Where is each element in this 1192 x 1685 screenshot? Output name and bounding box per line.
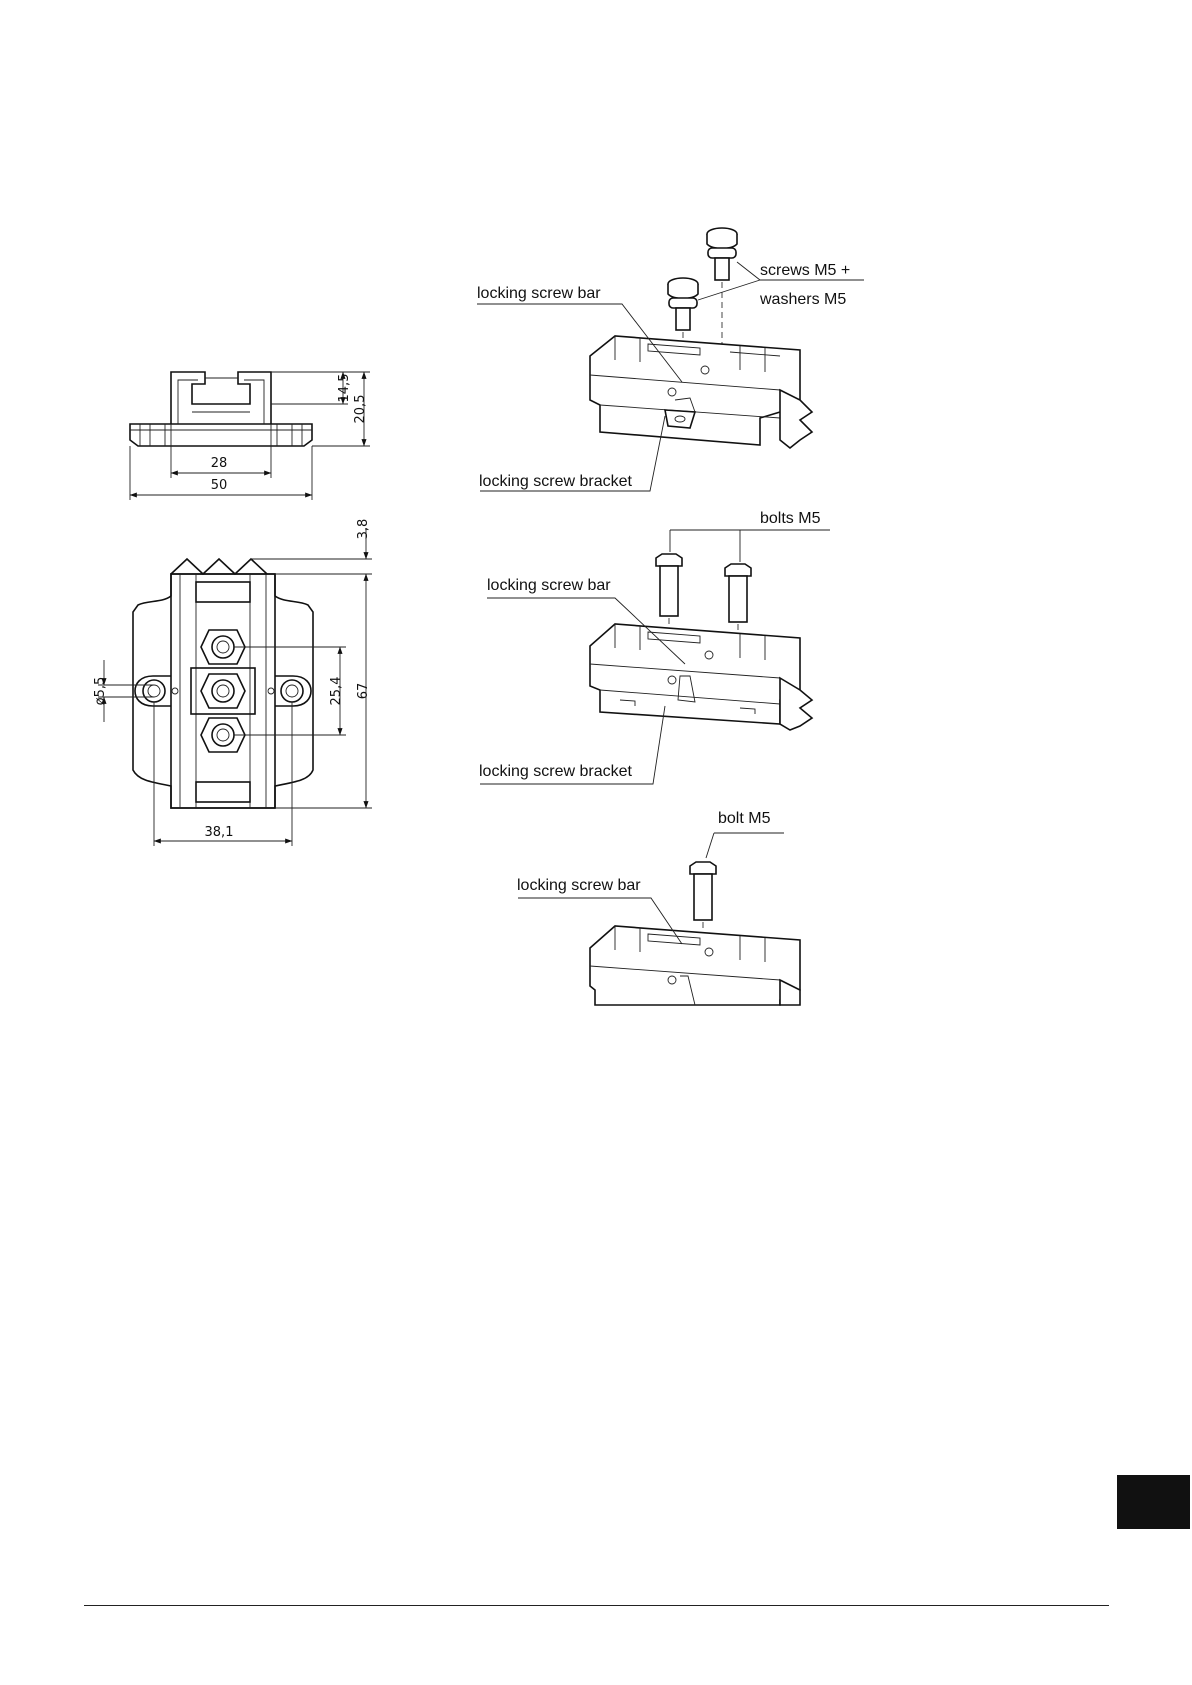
- rail-icon: [590, 336, 812, 448]
- label-bolts: bolts M5: [760, 510, 821, 527]
- dim-bolt-spacing: 38,1: [205, 825, 234, 840]
- rail-icon: [590, 624, 812, 730]
- page-thumb-tab: [1117, 1475, 1190, 1529]
- top-view-profile: [130, 372, 312, 446]
- dim-inner-width: 28: [211, 456, 228, 471]
- dim-hole-diameter: ø5,5: [93, 677, 108, 706]
- label-locking-screw-bar: locking screw bar: [517, 877, 641, 894]
- assembly-screws-washers: locking screw bar screws M5 + washers M5…: [477, 228, 864, 491]
- rail-icon: [590, 926, 800, 1005]
- label-locking-screw-bracket: locking screw bracket: [479, 473, 633, 490]
- dim-hole-spacing: 25,4: [329, 677, 344, 706]
- assembly-two-bolts: locking screw bar bolts M5 locking screw…: [479, 510, 830, 784]
- label-locking-screw-bar: locking screw bar: [487, 577, 611, 594]
- dim-height-total: 20,5: [353, 395, 368, 424]
- front-view: [133, 559, 313, 808]
- label-bolt: bolt M5: [718, 810, 771, 827]
- assembly-single-bolt: locking screw bar bolt M5: [517, 810, 800, 1005]
- label-washers: washers M5: [759, 291, 846, 308]
- label-locking-screw-bracket: locking screw bracket: [479, 763, 633, 780]
- front-view-dimensions: 3,8 67 25,4 ø5,5 38,1: [93, 519, 372, 846]
- dim-height-upper: 14,5: [337, 374, 352, 403]
- footer-divider: [84, 1605, 1109, 1606]
- screw-icon: [707, 228, 737, 358]
- label-locking-screw-bar: locking screw bar: [477, 285, 601, 302]
- dim-tooth-height: 3,8: [356, 519, 371, 540]
- dim-outer-width: 50: [211, 478, 228, 493]
- label-screws: screws M5 +: [760, 262, 850, 279]
- dim-height: 67: [356, 683, 371, 700]
